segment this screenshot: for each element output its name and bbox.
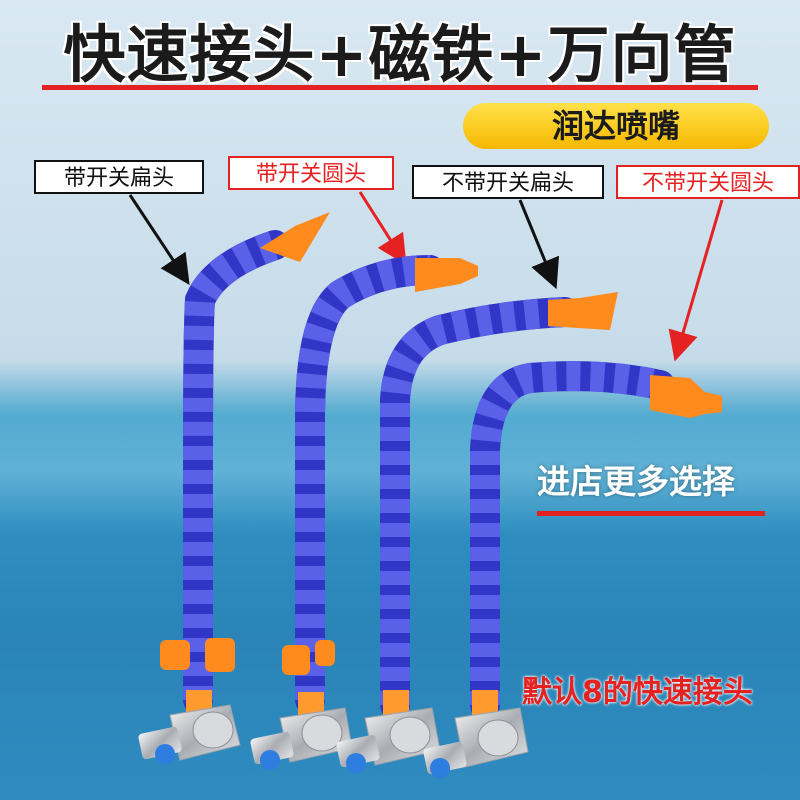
- quick-connector-3: [346, 753, 366, 773]
- label-round-with-switch: 带开关圆头: [228, 156, 394, 190]
- switch-valve-1: [160, 640, 190, 670]
- hose-4: [423, 361, 722, 778]
- title-underline: [42, 85, 758, 90]
- arrow-flat-with-switch: [128, 194, 190, 286]
- hose-3: [336, 292, 618, 773]
- switch-valve-2: [282, 645, 310, 675]
- arrow-round-no-switch: [668, 199, 724, 362]
- nozzle-round-4: [650, 375, 722, 418]
- nozzle-flat-1: [260, 212, 330, 262]
- promo-underline: [537, 511, 765, 516]
- arrow-round-with-switch: [358, 191, 407, 266]
- quick-connector-2: [260, 750, 280, 770]
- arrow-flat-no-switch: [518, 199, 560, 290]
- promo-text: 进店更多选择: [537, 462, 735, 501]
- label-round-no-switch: 不带开关圆头: [616, 165, 800, 199]
- quick-connector-1: [155, 744, 175, 764]
- quick-connector-4: [430, 758, 450, 778]
- page-title: 快速接头+磁铁+万向管: [63, 18, 737, 91]
- default-connector-note: 默认8的快速接头: [522, 675, 753, 710]
- nozzle-flat-3: [548, 292, 618, 330]
- hose-1: [138, 212, 330, 764]
- brand-badge: 润达喷嘴: [463, 103, 769, 149]
- label-flat-no-switch: 不带开关扁头: [412, 165, 604, 199]
- label-flat-with-switch: 带开关扁头: [34, 160, 204, 194]
- hose-2: [250, 255, 478, 770]
- nozzle-round-2: [415, 258, 478, 292]
